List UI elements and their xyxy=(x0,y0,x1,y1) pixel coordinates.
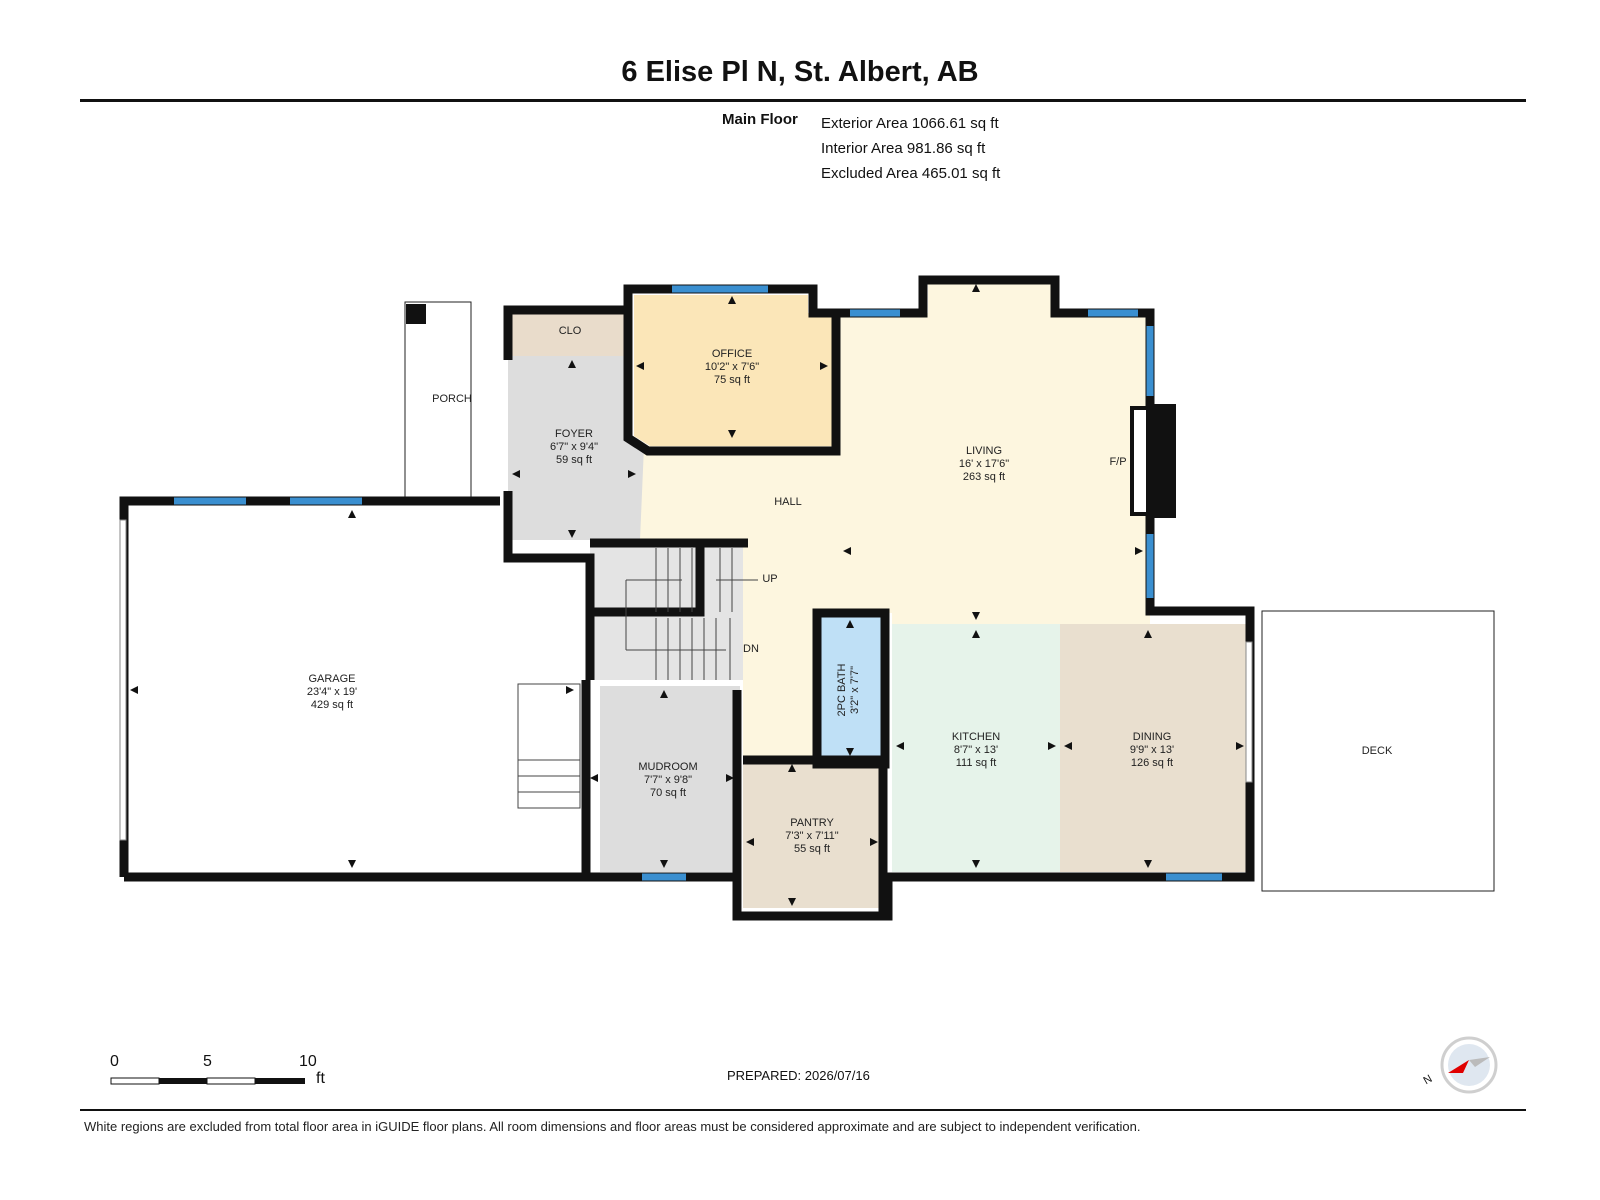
excluded-area: Excluded Area 465.01 sq ft xyxy=(821,165,1001,182)
scale-label-10: 10 xyxy=(299,1053,317,1070)
patio-door xyxy=(1245,641,1253,783)
area-summary: Exterior Area 1066.61 sq ft Interior Are… xyxy=(821,111,1000,186)
kitchen-area: 111 sq ft xyxy=(956,757,997,769)
living-name: LIVING xyxy=(966,445,1002,457)
exterior-area: Exterior Area 1066.61 sq ft xyxy=(821,115,999,132)
pantry-fill xyxy=(743,760,883,908)
garage-door xyxy=(119,519,127,841)
footer-divider xyxy=(80,1109,1526,1111)
garage-name: GARAGE xyxy=(308,673,355,685)
mudroom-fill xyxy=(600,686,740,872)
pantry-dims: 7'3" x 7'11" xyxy=(785,830,838,842)
garage-steps xyxy=(517,683,581,809)
foyer-fill xyxy=(508,356,644,540)
hall-label: HALL xyxy=(774,496,802,508)
bath-name: 2PC BATH xyxy=(836,663,848,716)
office-dims: 10'2" x 7'6" xyxy=(705,361,759,373)
mudroom-area: 70 sq ft xyxy=(650,787,686,799)
mudroom-dims: 7'7" x 9'8" xyxy=(644,774,692,786)
pantry-area: 55 sq ft xyxy=(794,843,830,855)
deck-label: DECK xyxy=(1362,745,1393,757)
stairs xyxy=(625,548,758,680)
garage-region xyxy=(124,506,580,873)
porch-region xyxy=(404,301,472,499)
garage-dims: 23'4" x 19' xyxy=(307,686,357,698)
disclaimer: White regions are excluded from total fl… xyxy=(84,1119,1141,1134)
office-area: 75 sq ft xyxy=(714,374,750,386)
office-fill xyxy=(634,295,836,446)
bath-fill xyxy=(820,616,883,760)
scale-label-5: 5 xyxy=(203,1053,212,1070)
office-name: OFFICE xyxy=(712,348,752,360)
dn-label: DN xyxy=(743,643,759,655)
dining-area: 126 sq ft xyxy=(1131,757,1173,769)
kitchen-fill xyxy=(892,624,1060,872)
pantry-name: PANTRY xyxy=(790,817,834,829)
scale-bar xyxy=(110,1077,305,1085)
foyer-dims: 6'7" x 9'4" xyxy=(550,441,598,453)
page-title: 6 Elise Pl N, St. Albert, AB xyxy=(621,56,979,88)
fireplace xyxy=(1146,404,1176,518)
kitchen-dims: 8'7" x 13' xyxy=(954,744,998,756)
fireplace-hearth xyxy=(1130,406,1150,516)
deck-region xyxy=(1261,610,1495,892)
prepared-date: PREPARED: 2026/07/16 xyxy=(727,1068,870,1083)
fp-label: F/P xyxy=(1109,456,1126,468)
mudroom-name: MUDROOM xyxy=(638,761,697,773)
scale-unit: ft xyxy=(316,1070,325,1087)
porch-post xyxy=(406,304,426,324)
dining-fill xyxy=(1060,624,1246,872)
dining-name: DINING xyxy=(1133,731,1172,743)
dining-dims: 9'9" x 13' xyxy=(1130,744,1174,756)
living-dims: 16' x 17'6" xyxy=(959,458,1009,470)
living-area: 263 sq ft xyxy=(963,471,1005,483)
compass-icon xyxy=(1440,1036,1498,1094)
porch-label: PORCH xyxy=(432,393,472,405)
foyer-name: FOYER xyxy=(555,428,593,440)
kitchen-name: KITCHEN xyxy=(952,731,1000,743)
clo-fill xyxy=(512,312,628,356)
garage-area: 429 sq ft xyxy=(311,699,353,711)
up-label: UP xyxy=(762,573,777,585)
floor-label: Main Floor xyxy=(722,111,798,128)
windows xyxy=(174,285,1222,881)
clo-label: CLO xyxy=(559,325,582,337)
dimension-arrows xyxy=(130,284,1244,906)
header-divider xyxy=(80,99,1526,102)
living-hall-fill xyxy=(637,284,1150,760)
foyer-area: 59 sq ft xyxy=(556,454,592,466)
scale-label-0: 0 xyxy=(110,1053,119,1070)
bath-dims: 3'2" x 7'7" xyxy=(849,666,861,714)
bath-label: 2PC BATH 3'2" x 7'7" xyxy=(836,663,861,716)
interior-area: Interior Area 981.86 sq ft xyxy=(821,140,986,157)
